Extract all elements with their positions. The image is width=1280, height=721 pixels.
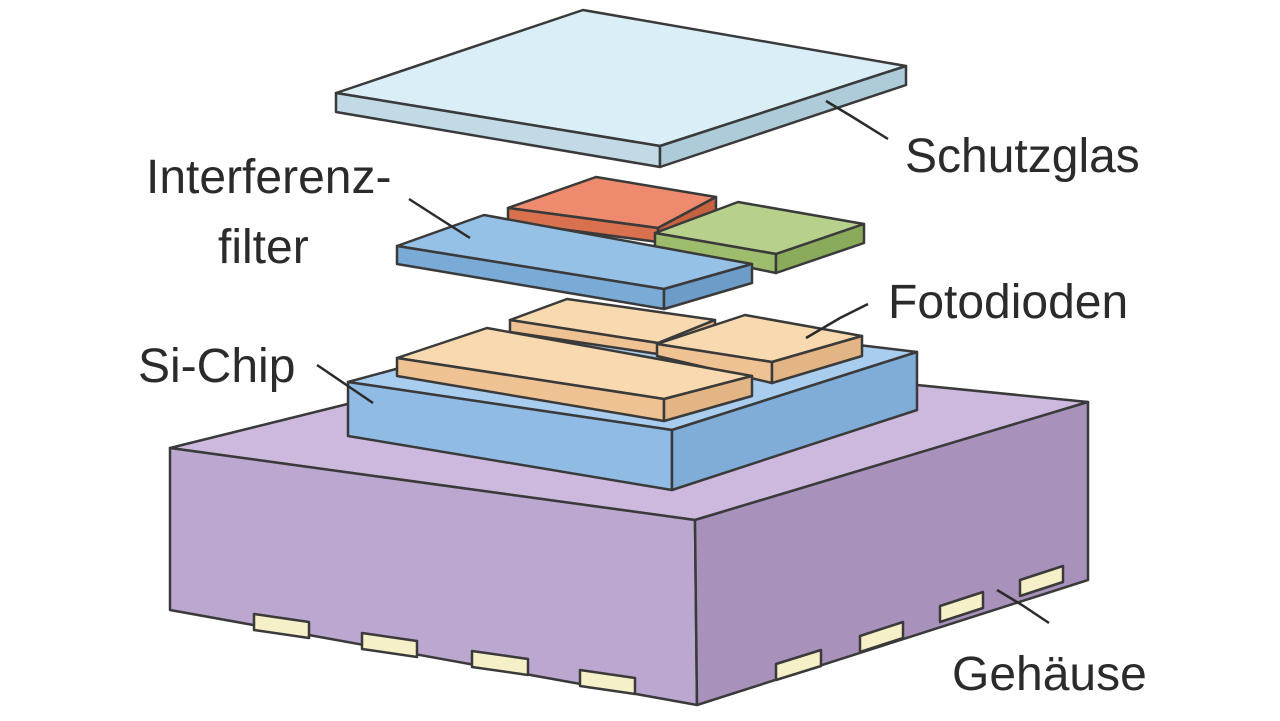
leader-fotodioden: [805, 302, 869, 340]
label-fotodioden: Fotodioden: [888, 276, 1128, 329]
contact-pad: [774, 648, 823, 682]
label-schutzglas: Schutzglas: [905, 130, 1140, 183]
si-chip-right-face: [670, 350, 919, 492]
protective-glass: [334, 8, 908, 169]
contact-pad: [858, 620, 905, 654]
contact-pad: [252, 612, 311, 640]
filter-blue-side: [662, 262, 754, 311]
photodiodes: [395, 297, 864, 423]
leader-interferenzfilter: [408, 197, 471, 240]
glass-right-face: [658, 64, 908, 169]
contact-pad: [938, 590, 985, 624]
housing-pads-right: [774, 564, 1065, 682]
leader-lines: [316, 99, 1050, 625]
photodiode-side: [662, 374, 754, 423]
housing-pads-front: [252, 612, 637, 696]
photodiode-front-large: [395, 326, 754, 423]
labels: Schutzglas Interferenz- filter Fotodiode…: [138, 130, 1147, 701]
label-interferenzfilter-line2: filter: [218, 221, 309, 274]
filter-green-side: [774, 222, 866, 275]
housing-right-face: [693, 400, 1090, 707]
leader-gehaeuse: [996, 588, 1050, 625]
leader-si-chip: [316, 363, 374, 405]
label-si-chip: Si-Chip: [138, 340, 295, 393]
contact-pad: [360, 631, 419, 659]
leader-schutzglas: [825, 99, 889, 141]
interference-filters: [395, 175, 866, 311]
label-gehaeuse: Gehäuse: [952, 648, 1147, 701]
contact-pad: [578, 668, 637, 696]
contact-pad: [470, 649, 530, 677]
photodiode-side: [770, 334, 864, 385]
label-interferenzfilter-line1: Interferenz-: [146, 151, 391, 204]
filter-blue: [395, 213, 754, 311]
contact-pad: [1018, 564, 1065, 598]
